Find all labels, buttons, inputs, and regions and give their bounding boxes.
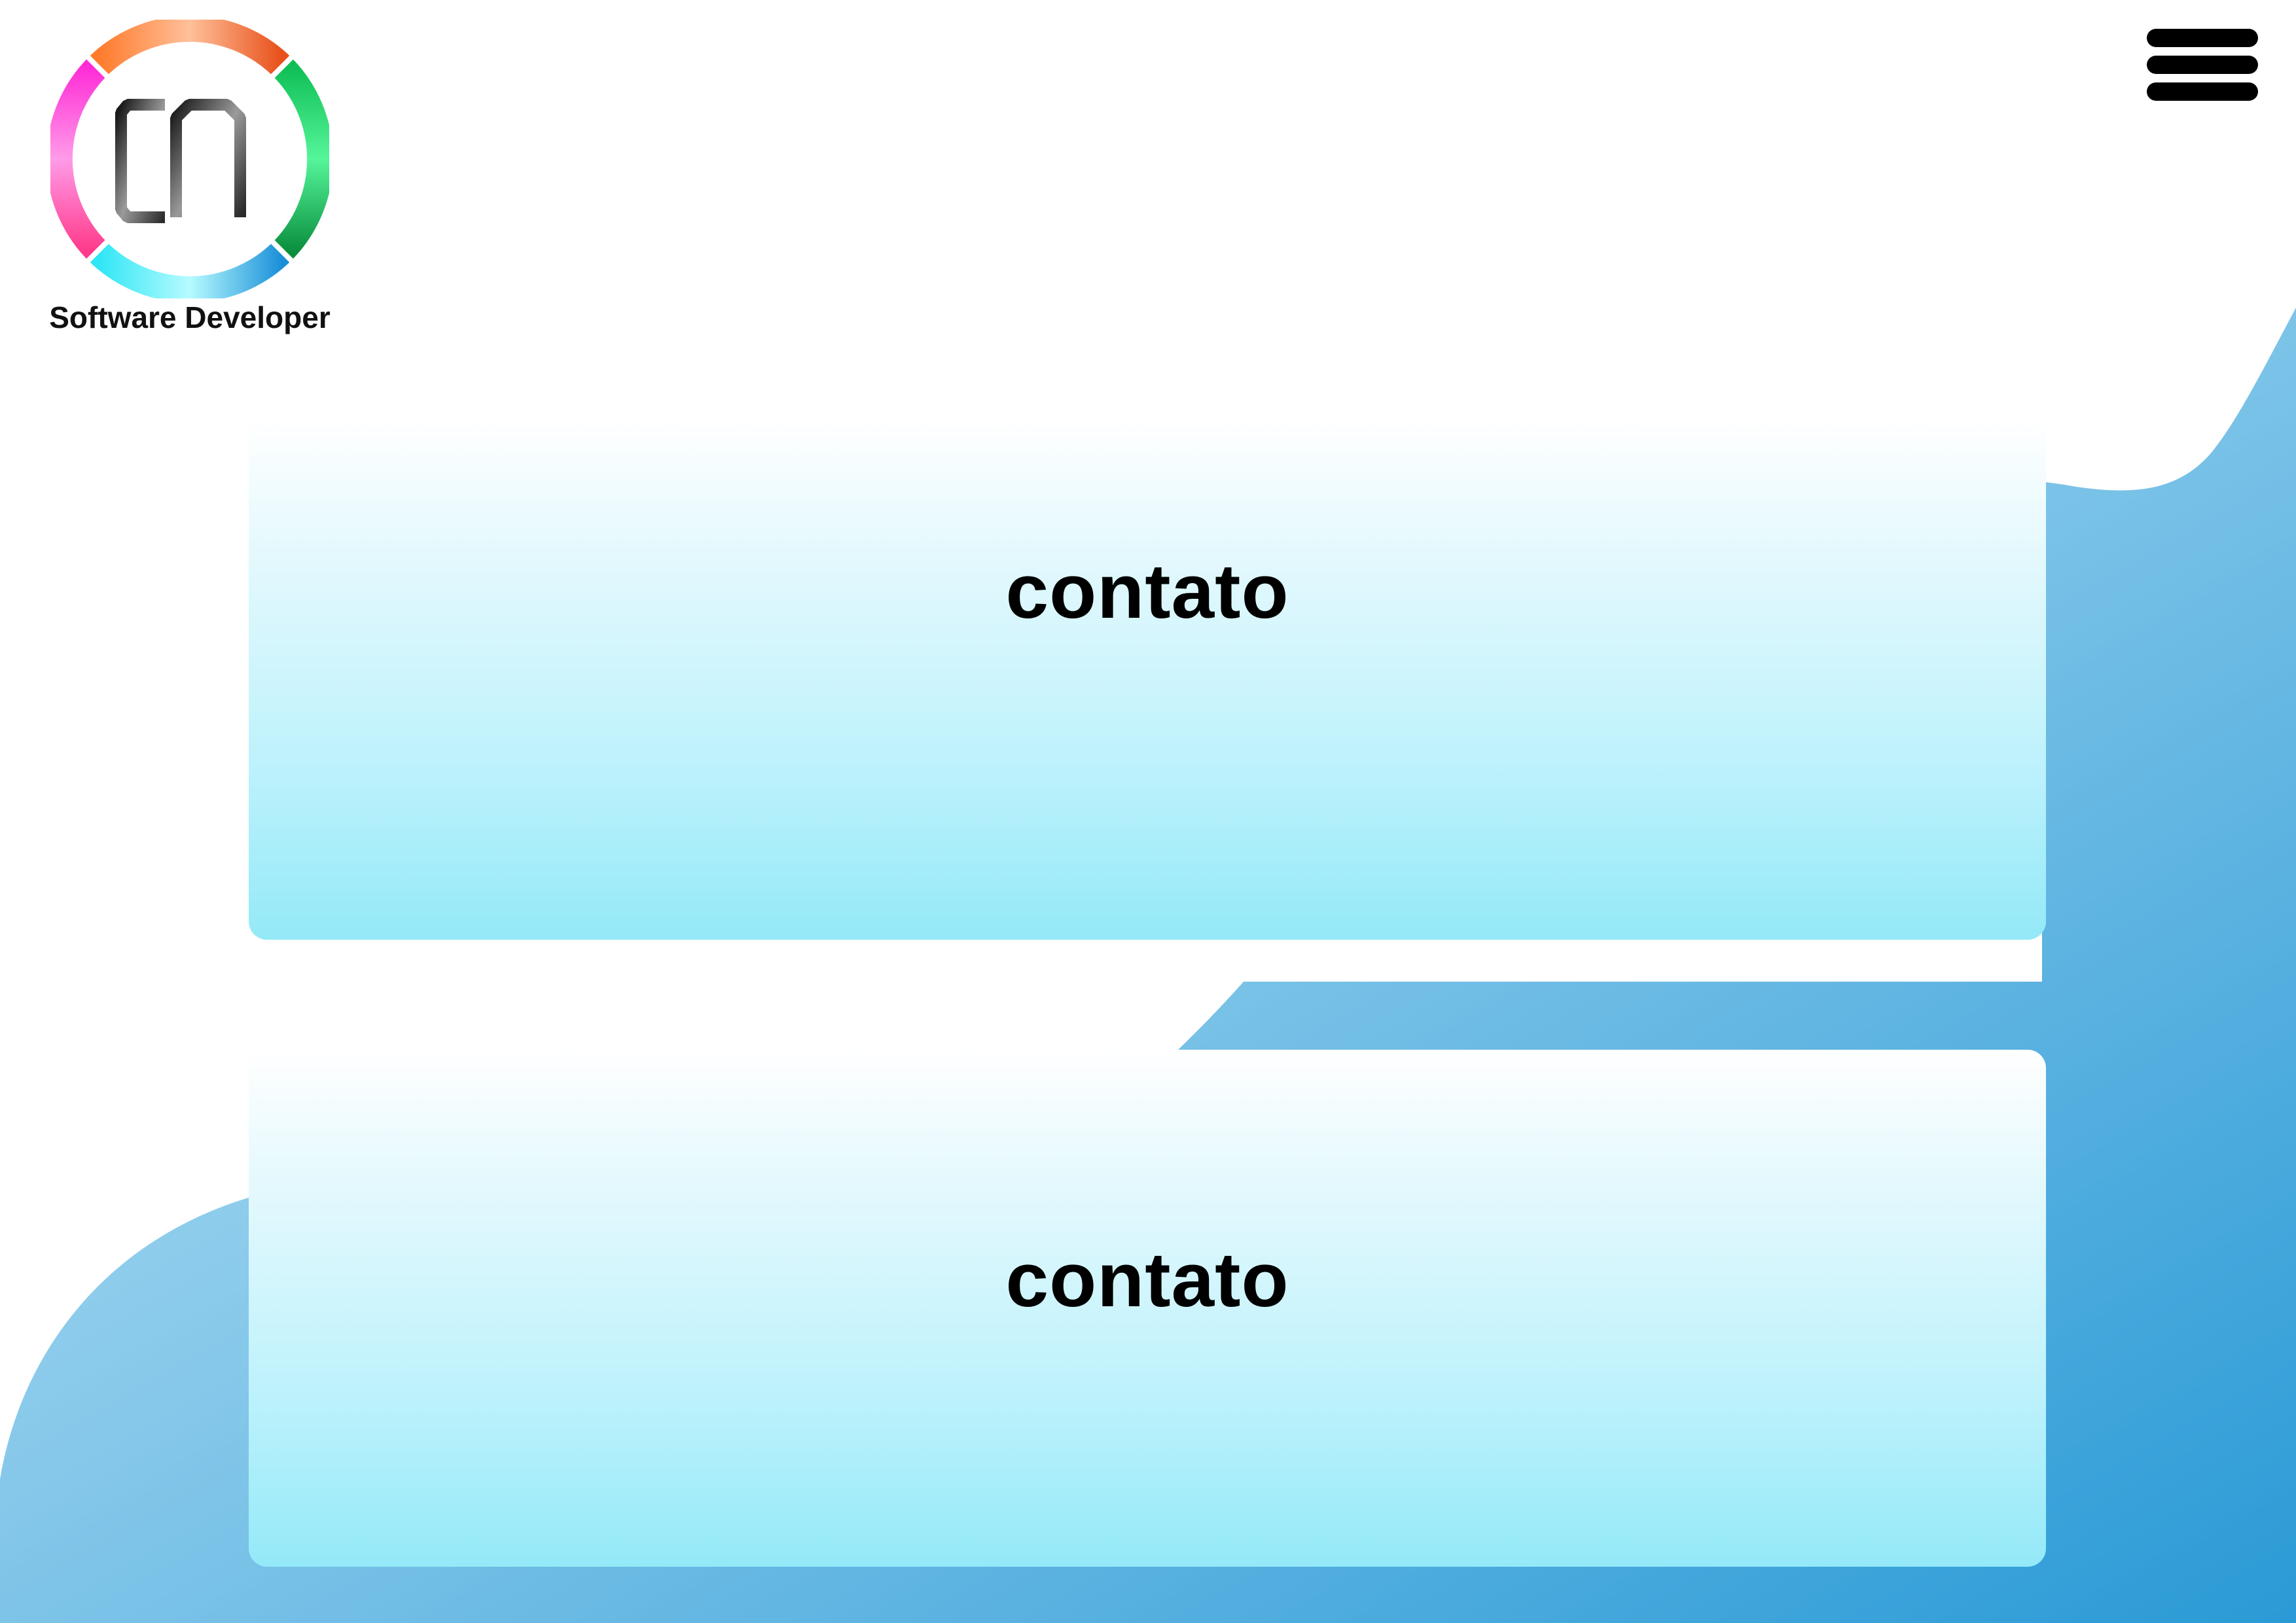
ea-monogram xyxy=(115,99,247,223)
contact-panel-2: contato xyxy=(249,1050,2046,1567)
section-title: contato xyxy=(1005,548,1289,635)
section-title: contato xyxy=(1005,1237,1289,1323)
ea-logo-icon xyxy=(50,20,329,298)
hamburger-menu-button[interactable] xyxy=(2140,25,2265,105)
brand-tagline: Software Developer xyxy=(49,300,331,334)
ring-pink-segment xyxy=(50,57,107,261)
brand-logo[interactable]: Software Developer xyxy=(36,20,344,347)
ring-orange-segment xyxy=(88,20,292,77)
contact-panel-1: contato xyxy=(249,419,2046,940)
ring-green-segment xyxy=(272,57,329,261)
ring-cyan-segment xyxy=(88,241,292,298)
